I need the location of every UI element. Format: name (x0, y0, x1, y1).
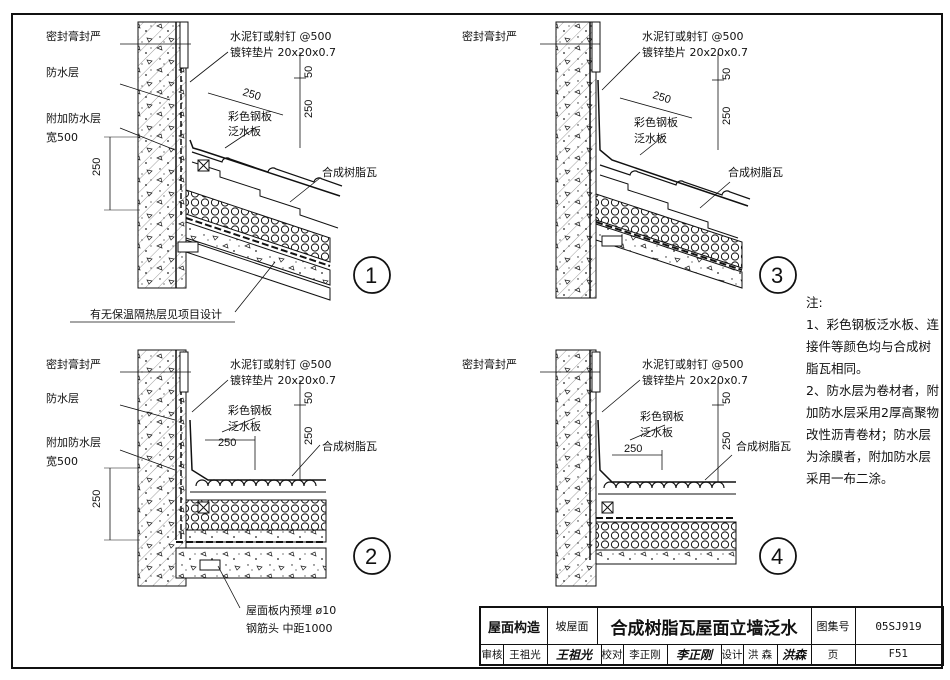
label-washer-3: 镀锌垫片 20x20x0.7 (642, 45, 748, 59)
label-rebar-note-2: 钢筋头 中距1000 (246, 621, 333, 635)
label-tile-2: 合成树脂瓦 (322, 439, 377, 453)
tb-page-no: F51 (888, 648, 909, 660)
detail-1 (70, 21, 391, 323)
detail-number-3: 3 (771, 263, 783, 288)
tb-designer: 洪 森 (743, 644, 778, 664)
dim-250-2c: 250 (218, 437, 236, 449)
label-extra-waterproof-2: 附加防水层 (46, 435, 101, 449)
dim-50-3: 50 (721, 68, 733, 80)
dim-50-2: 50 (303, 392, 315, 404)
label-insulation-note: 有无保温隔热层见项目设计 (90, 307, 222, 321)
label-tile-4: 合成树脂瓦 (736, 439, 791, 453)
label-flashing-b-4: 泛水板 (640, 425, 673, 439)
tb-page-label: 页 (811, 644, 856, 664)
dim-250-2b: 250 (303, 427, 315, 445)
dim-250-2a: 250 (91, 490, 103, 508)
dim-250-3b: 250 (721, 107, 733, 125)
label-flashing-a-1: 彩色钢板 (228, 109, 272, 123)
dim-250-1c: 250 (241, 86, 262, 103)
dim-50-4: 50 (721, 392, 733, 404)
dim-250-3c: 250 (651, 89, 672, 106)
label-washer-4: 镀锌垫片 20x20x0.7 (642, 373, 748, 387)
detail-number-1: 1 (365, 263, 377, 288)
label-nail-4: 水泥钉或射钉 @500 (642, 357, 744, 371)
sheet-border (11, 13, 943, 669)
title-block: 屋面构造 坡屋面 合成树脂瓦屋面立墙泛水 图集号 05SJ919 审核 王祖光 … (479, 606, 944, 666)
label-flashing-b-3: 泛水板 (634, 131, 667, 145)
note-item-2: 2、防水层为卷材者，附加防水层采用2厚高聚物改性沥青卷材；防水层为涂膜者，附加防… (806, 383, 939, 486)
tb-atlas-no: 05SJ919 (875, 619, 922, 633)
label-tile-3: 合成树脂瓦 (728, 165, 783, 179)
label-flashing-b-1: 泛水板 (228, 124, 261, 138)
dim-250-4c: 250 (624, 443, 642, 455)
label-nail-1: 水泥钉或射钉 @500 (230, 29, 332, 43)
tb-subcategory: 坡屋面 (547, 608, 598, 644)
notes-title: 注: (806, 295, 823, 310)
label-flashing-a-2: 彩色钢板 (228, 403, 272, 417)
tb-checker-signature: 李正刚 (667, 644, 722, 664)
label-width-1: 宽500 (46, 130, 78, 144)
label-flashing-a-4: 彩色钢板 (640, 409, 684, 423)
label-nail-3: 水泥钉或射钉 @500 (642, 29, 744, 43)
notes-block: 注: 1、彩色钢板泛水板、连接件等颜色均与合成树脂瓦相同。 2、防水层为卷材者，… (806, 292, 942, 490)
detail-number-4: 4 (771, 544, 783, 569)
note-item-1: 1、彩色钢板泛水板、连接件等颜色均与合成树脂瓦相同。 (806, 317, 939, 376)
dim-250-1a: 250 (91, 158, 103, 176)
label-nail-2: 水泥钉或射钉 @500 (230, 357, 332, 371)
label-flashing-b-2: 泛水板 (228, 419, 261, 433)
label-washer-2: 镀锌垫片 20x20x0.7 (230, 373, 336, 387)
tb-category: 屋面构造 (481, 608, 548, 644)
tb-checker: 李正刚 (623, 644, 668, 664)
detail-number-2: 2 (365, 544, 377, 569)
label-waterproof-2: 防水层 (46, 391, 79, 405)
label-flashing-a-3: 彩色钢板 (634, 115, 678, 129)
label-rebar-note-1: 屋面板内预埋 ø10 (246, 603, 336, 617)
label-washer-1: 镀锌垫片 20x20x0.7 (230, 45, 336, 59)
detail-3 (540, 21, 797, 299)
tb-designer-signature: 洪森 (777, 644, 812, 664)
dim-250-4b: 250 (721, 432, 733, 450)
label-width-2: 宽500 (46, 454, 78, 468)
label-extra-waterproof-1: 附加防水层 (46, 111, 101, 125)
label-sealant-4: 密封膏封严 (462, 357, 517, 371)
tb-atlas-label: 图集号 (811, 608, 856, 644)
detail-4 (540, 349, 797, 587)
label-waterproof-1: 防水层 (46, 65, 79, 79)
dim-250-1b: 250 (303, 100, 315, 118)
label-sealant-3: 密封膏封严 (462, 29, 517, 43)
tb-check-label: 校对 (601, 644, 624, 664)
tb-design-label: 设计 (721, 644, 744, 664)
label-sealant-2: 密封膏封严 (46, 357, 101, 371)
dim-50-1: 50 (303, 66, 315, 78)
label-tile-1: 合成树脂瓦 (322, 165, 377, 179)
tb-reviewer-signature: 王祖光 (547, 644, 602, 664)
tb-review-label: 审核 (481, 644, 504, 664)
detail-2 (104, 349, 391, 609)
label-sealant-1: 密封膏封严 (46, 29, 101, 43)
tb-reviewer: 王祖光 (503, 644, 548, 664)
tb-title: 合成树脂瓦屋面立墙泛水 (597, 608, 812, 644)
